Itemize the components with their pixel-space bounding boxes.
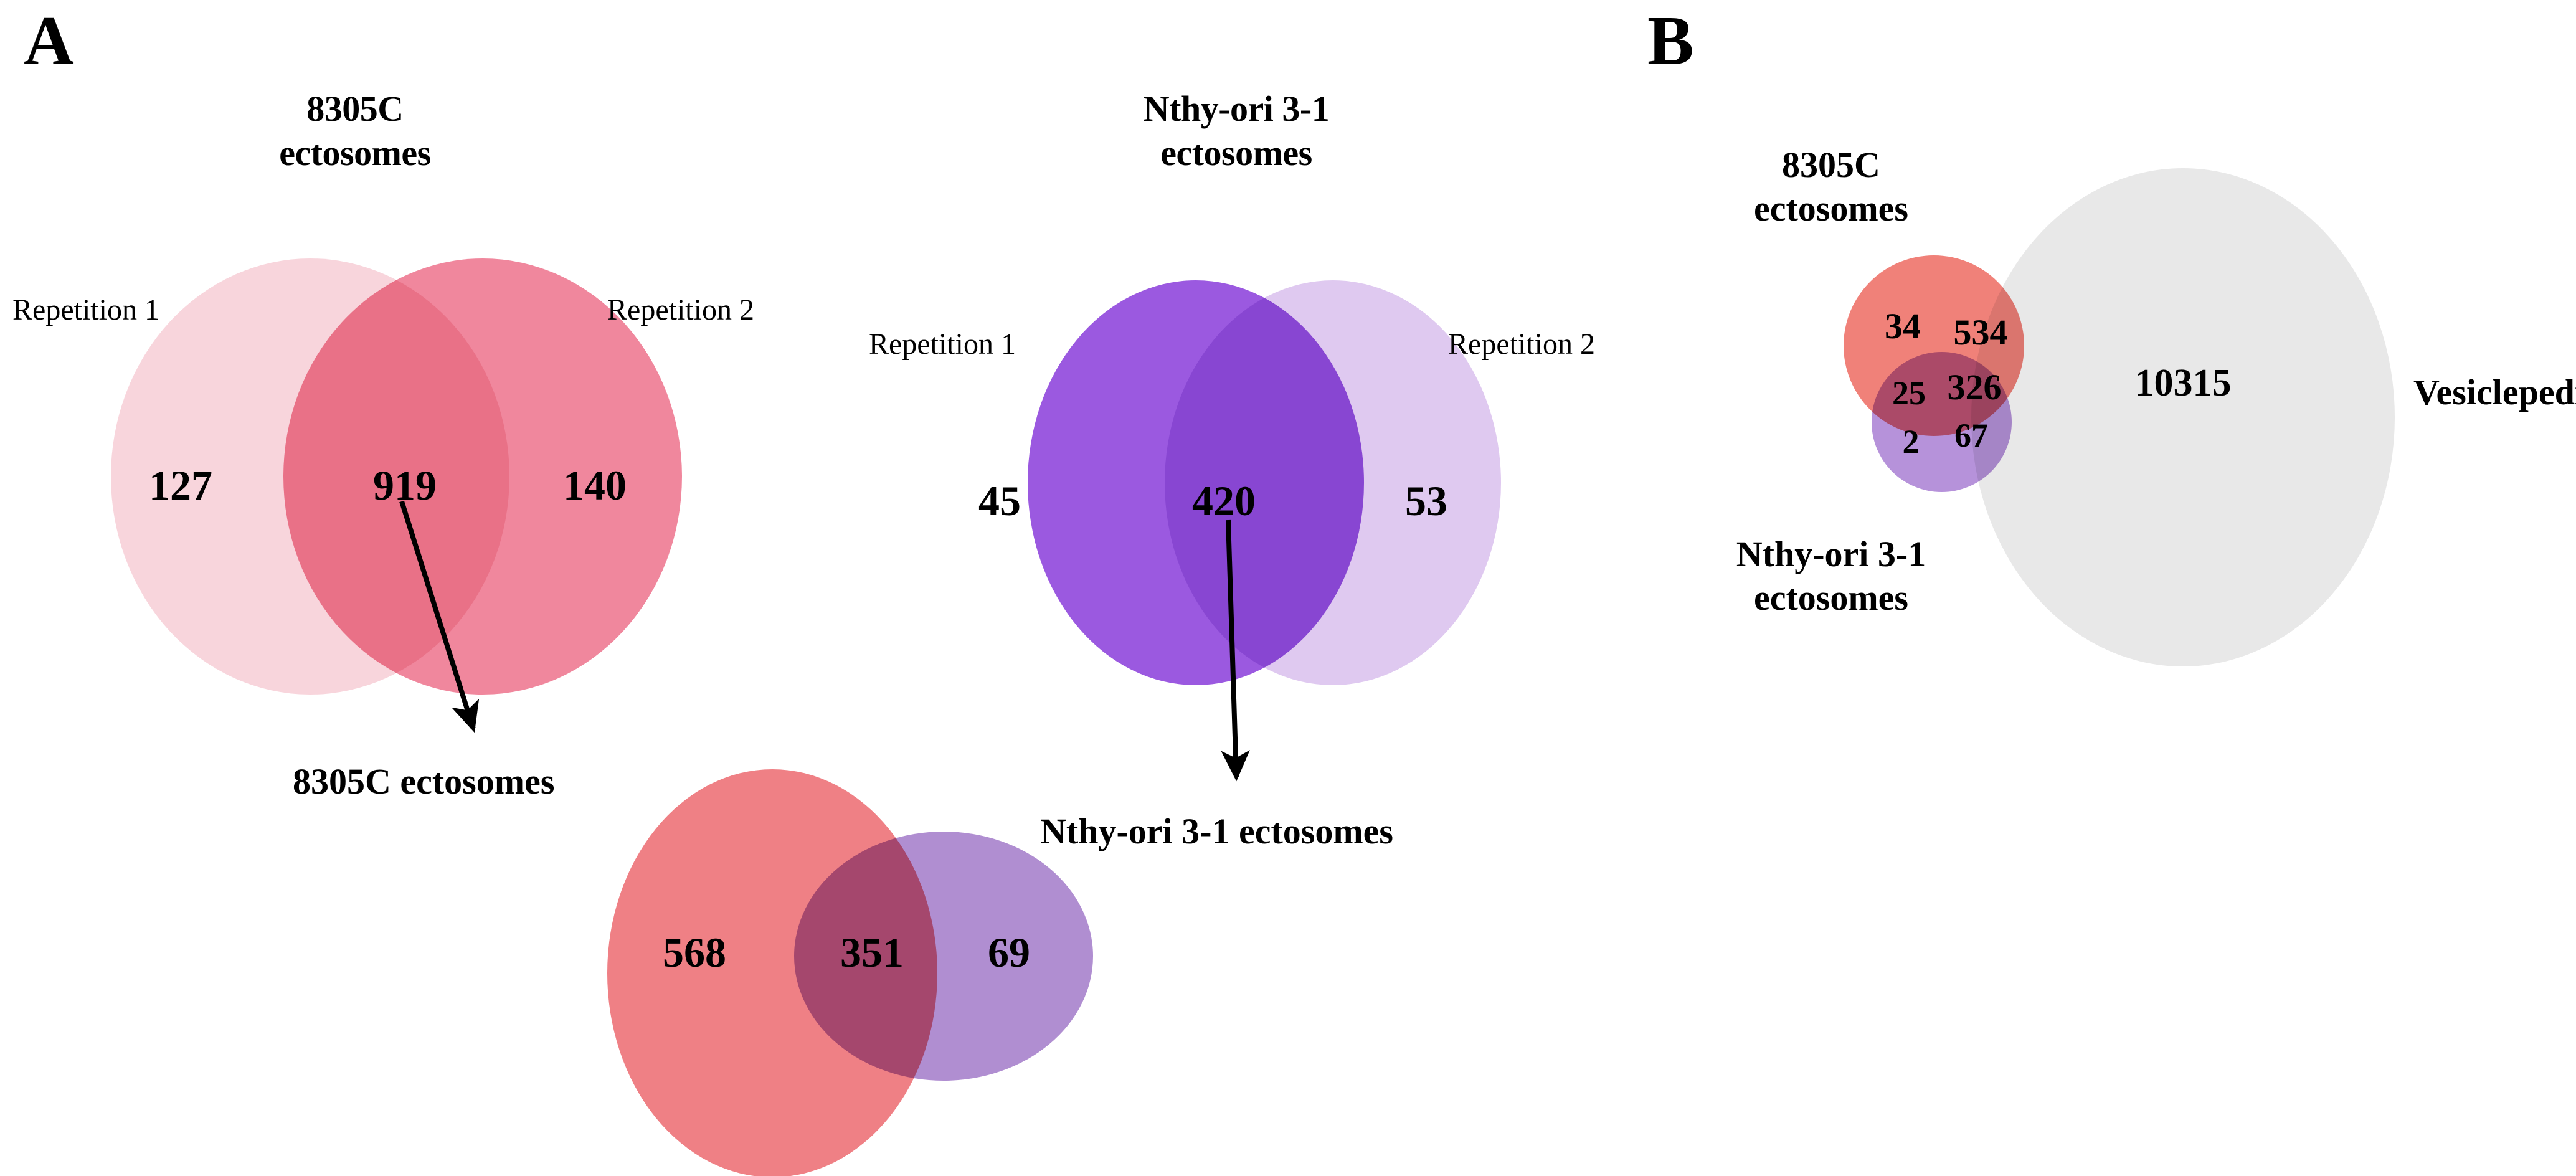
venn-nthy-title: Nthy-ori 3-1 ectosomes [1062, 87, 1411, 176]
count-nthy-intersection: 420 [1192, 477, 1256, 524]
count-8305c-repetition-1-only: 127 [149, 462, 212, 509]
label-nthy-repetition-1: Repetition 1 [869, 328, 1016, 361]
venn-8305c-title-line2: ectosomes [279, 132, 431, 173]
label-b-vesiclepedia: Vesiclepedia [2413, 372, 2576, 412]
venn-nthy-title-line2: ectosomes [1160, 132, 1312, 173]
label-nthy-repetition-2: Repetition 2 [1448, 328, 1595, 361]
ellipse-combined-nthy [794, 832, 1093, 1081]
count-combined-nthy-only: 69 [988, 929, 1030, 976]
count-b-all-three: 326 [1947, 367, 2002, 407]
count-combined-intersection: 351 [840, 929, 904, 976]
label-b-8305c-line2: ectosomes [1753, 187, 1908, 229]
count-b-nthy-vesiclepedia: 67 [1954, 417, 1988, 454]
label-b-8305c-line1: 8305C [1782, 145, 1880, 185]
label-8305c-repetition-2: Repetition 2 [607, 293, 754, 326]
count-combined-8305c-only: 568 [663, 929, 726, 976]
venn-nthy-title-line1: Nthy-ori 3-1 [1143, 88, 1330, 129]
label-nthy-ectosomes-result: Nthy-ori 3-1 ectosomes [1040, 811, 1393, 851]
ellipse-8305c-repetition-2 [283, 258, 682, 695]
label-b-nthy-line1: Nthy-ori 3-1 [1736, 534, 1926, 574]
count-b-vesiclepedia-only: 10315 [2134, 362, 2232, 404]
venn-8305c-title: 8305C ectosomes [193, 87, 517, 176]
count-nthy-repetition-1-only: 45 [978, 477, 1021, 524]
label-8305c-ectosomes-result: 8305C ectosomes [293, 761, 555, 802]
count-b-nthy-only: 2 [1902, 423, 1920, 460]
label-b-nthy-line2: ectosomes [1753, 577, 1908, 618]
panel-letter-b: B [1647, 2, 1694, 80]
count-8305c-intersection: 919 [373, 462, 437, 509]
count-b-8305c-only: 34 [1885, 306, 1921, 346]
label-8305c-repetition-1: Repetition 1 [12, 293, 159, 326]
label-b-nthy-ectosomes: Nthy-ori 3-1 ectosomes [1675, 533, 1987, 619]
venn-8305c-title-line1: 8305C [306, 88, 404, 129]
ellipse-vesiclepedia [1971, 168, 2395, 666]
ellipse-b-nthy [1872, 352, 2012, 492]
ellipse-nthy-repetition-2 [1165, 280, 1501, 685]
count-nthy-repetition-2-only: 53 [1405, 477, 1447, 524]
panel-letter-a: A [24, 2, 74, 80]
count-b-8305c-nthy: 25 [1892, 374, 1926, 412]
count-8305c-repetition-2-only: 140 [563, 462, 627, 509]
count-b-8305c-vesiclepedia: 534 [1953, 312, 2008, 353]
label-b-8305c-ectosomes: 8305C ectosomes [1707, 143, 1956, 230]
